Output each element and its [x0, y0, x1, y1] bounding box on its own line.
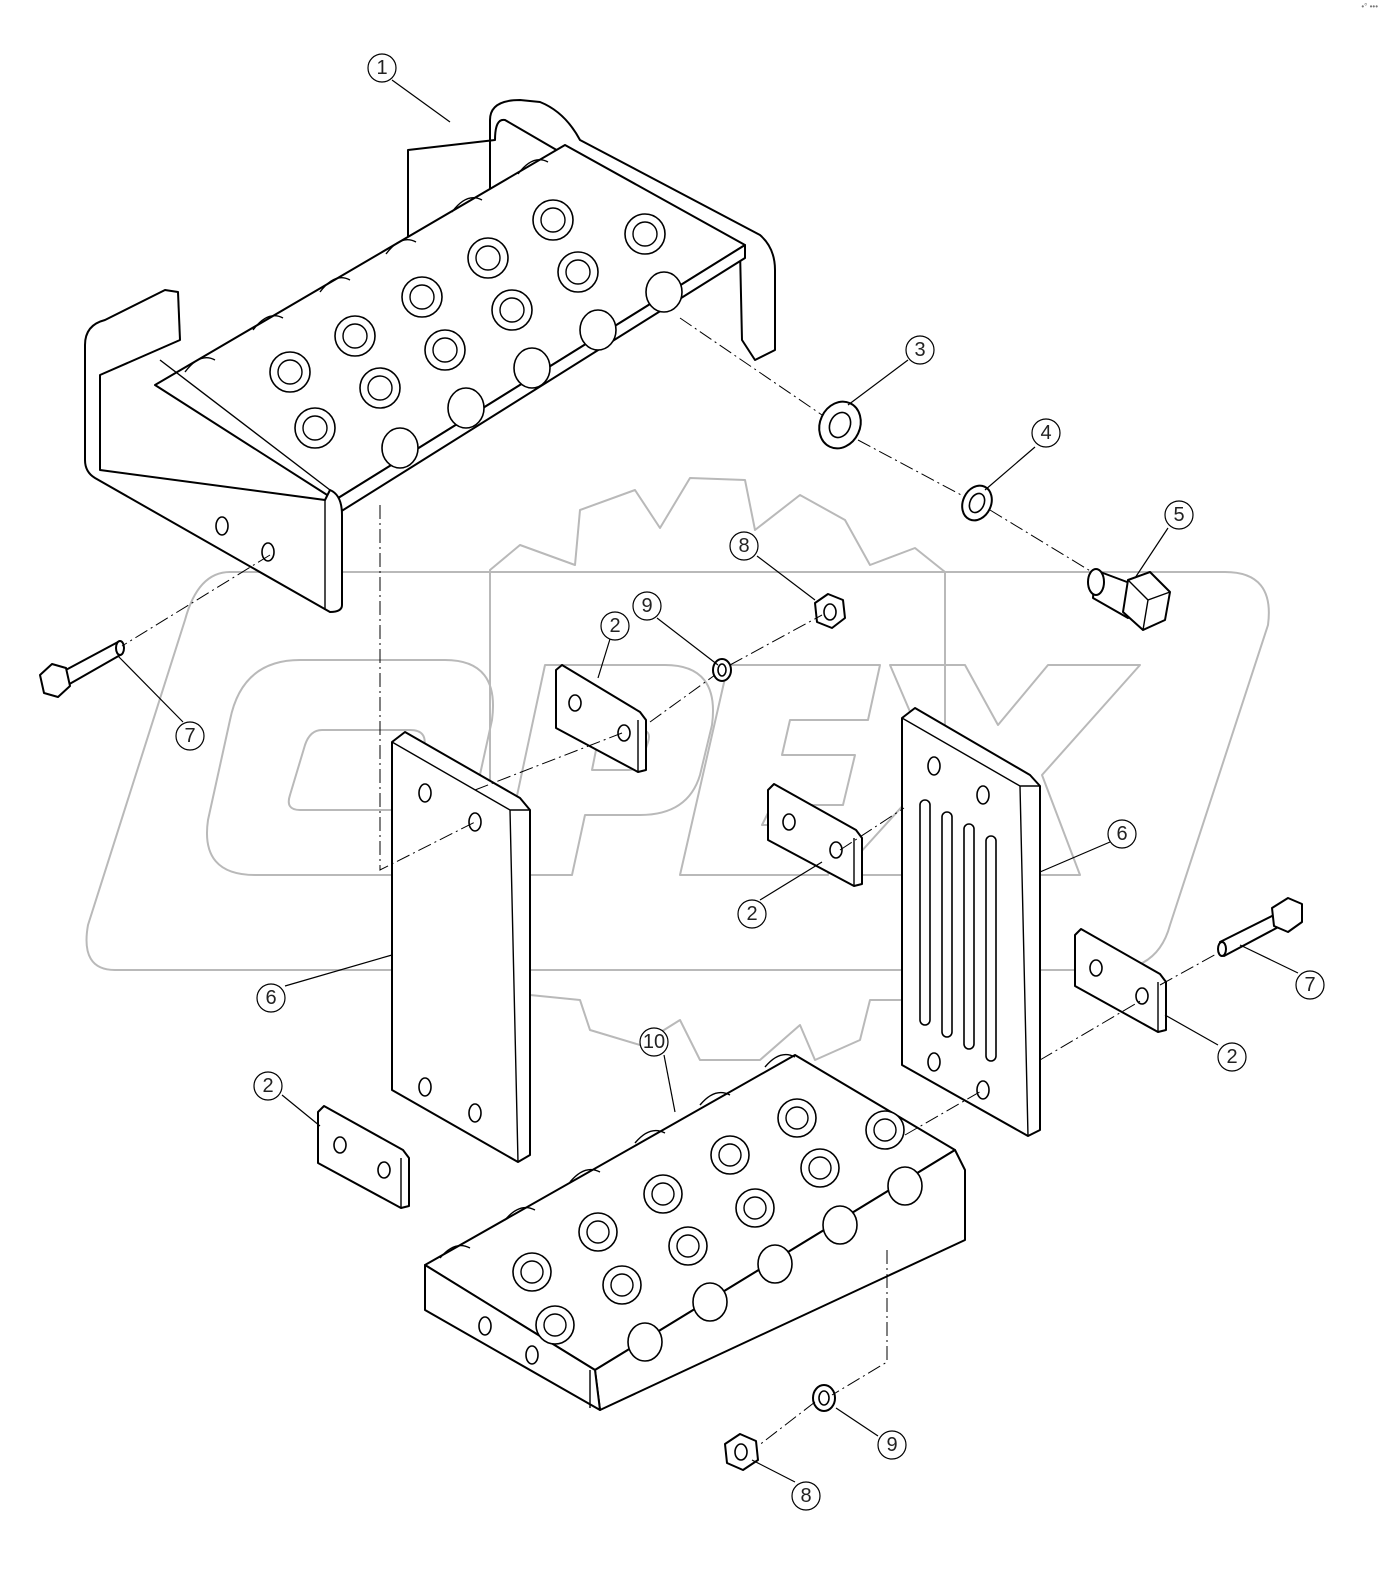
assembly-center-lines [121, 317, 1221, 1447]
callout-balloon-6-right: 6 [1107, 819, 1137, 849]
callout-balloon-9-upper: 9 [632, 591, 662, 621]
callout-leaders [117, 79, 1299, 1483]
svg-text:8: 8 [800, 1485, 811, 1507]
callout-balloon-2-upper: 2 [600, 611, 630, 641]
svg-text:8: 8 [738, 535, 749, 557]
svg-text:4: 4 [1040, 422, 1051, 444]
part-10-lower-step [424, 1053, 966, 1411]
part-7-bolt-left [39, 640, 125, 698]
svg-text:2: 2 [262, 1075, 273, 1097]
callout-balloon-2-lower-left: 2 [253, 1071, 283, 1101]
svg-text:7: 7 [1304, 974, 1315, 996]
callout-balloon-10: 10 [639, 1027, 669, 1057]
svg-text:2: 2 [1226, 1046, 1237, 1068]
part-7-bolt-right [1217, 897, 1303, 957]
part-2-plate-lower-left [317, 1105, 410, 1209]
svg-text:1: 1 [376, 57, 387, 79]
part-6-slots [919, 799, 997, 1062]
part-4-lock-washer [961, 484, 993, 522]
part-3-flat-washer [818, 400, 862, 450]
part-1-grip-cleats [269, 199, 666, 449]
watermark-gear [489, 477, 946, 1061]
svg-text:9: 9 [641, 595, 652, 617]
callout-balloon-6-left: 6 [256, 983, 286, 1013]
callout-balloon-4: 4 [1031, 418, 1061, 448]
svg-text:6: 6 [265, 987, 276, 1009]
callout-balloon-3: 3 [905, 335, 935, 365]
svg-text:10: 10 [643, 1031, 665, 1053]
watermark-plate [85, 571, 1270, 971]
part-10-serrated-back-edge [439, 1053, 796, 1259]
part-5-hex-bolt [1087, 568, 1171, 631]
svg-text:6: 6 [1116, 823, 1127, 845]
part-1-upper-step [84, 99, 776, 613]
part-1-serrated-back-edge [184, 159, 549, 373]
part-10-grip-cleats [512, 1098, 905, 1345]
part-6-side-panel-right [901, 707, 1041, 1137]
svg-text:5: 5 [1173, 504, 1184, 526]
callout-balloon-9-lower: 9 [877, 1430, 907, 1460]
svg-text:7: 7 [184, 725, 195, 747]
part-2-plate-upper [555, 664, 647, 773]
part-2-plate-middle [767, 783, 863, 887]
svg-text:2: 2 [609, 615, 620, 637]
part-1-mount-hole [215, 516, 229, 536]
part-9-washer-lower [812, 1384, 836, 1412]
svg-text:2: 2 [746, 903, 757, 925]
part-1-mount-hole [261, 542, 275, 562]
svg-text:9: 9 [886, 1434, 897, 1456]
part-8-hex-nut-lower [724, 1433, 759, 1471]
callout-balloon-7-right: 7 [1295, 970, 1325, 1000]
corner-mark: •° ••• [1361, 2, 1378, 11]
part-1-front-upright [84, 289, 343, 613]
callout-balloon-5: 5 [1164, 500, 1194, 530]
part-10-front-edge-cups [627, 1166, 923, 1362]
part-2-plate-right [1074, 928, 1167, 1033]
part-1-back-upright [407, 99, 776, 361]
callout-balloon-8-upper: 8 [729, 531, 759, 561]
callout-balloon-1: 1 [367, 53, 397, 83]
callout-balloon-2-right: 2 [1217, 1042, 1247, 1072]
callout-balloon-2-middle: 2 [737, 899, 767, 929]
part-6-side-panel-left [391, 731, 531, 1163]
callout-balloon-8-lower: 8 [791, 1481, 821, 1511]
callout-balloon-7-left: 7 [175, 721, 205, 751]
part-1-front-edge-cups [381, 271, 683, 469]
part-8-hex-nut-upper [814, 593, 846, 629]
part-9-washer-upper [712, 658, 732, 682]
svg-text:3: 3 [914, 339, 925, 361]
